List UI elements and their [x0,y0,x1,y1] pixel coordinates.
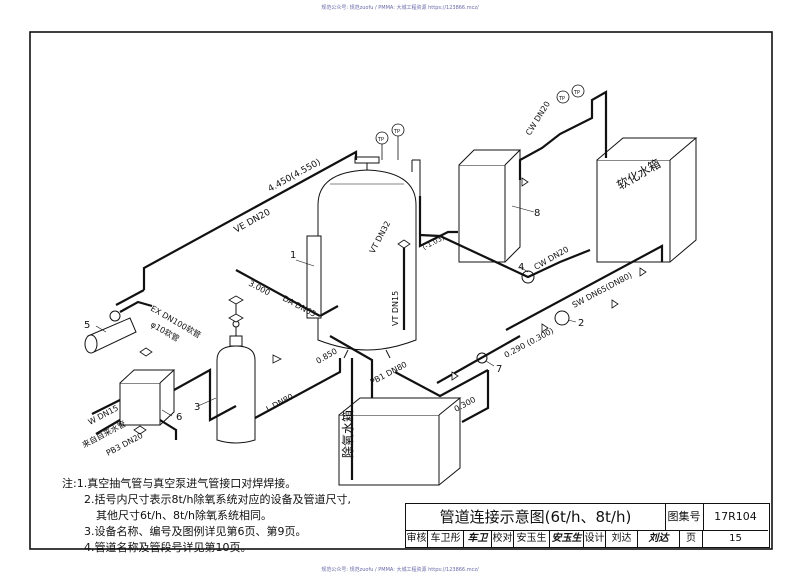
ve-pipe [142,150,358,290]
elev-0290-label: 0.290 (0.300) [503,326,555,360]
softened-water-tank [596,137,698,263]
notes-block: 注:1.真空抽气管与真空泵进气管接口对焊焊接。 2.括号内尺寸表示8t/h除氧系… [62,476,351,556]
gauge-icon [571,84,585,98]
title-block: 管道连接示意图(6t/h、8t/h) 图集号 17R104 审核 车卫彤 车卫彤… [405,503,770,548]
vacuum-pump [84,310,137,354]
atlas-number: 17R104 [714,510,757,523]
callout-5: 5 [84,320,90,331]
review-name: 车卫彤 [428,530,464,547]
design-name: 刘达 [606,530,638,547]
review-label: 审核 [406,530,428,547]
vt-pipe2-label: VT DN15 [391,291,400,326]
leaders [95,205,577,417]
water-treatment-unit [458,149,522,263]
pipe-runs [91,90,664,480]
sw-pipe [505,244,664,331]
review-signature: 车卫彤 [464,530,492,547]
softener-box [119,369,176,426]
deaerator-vessel [306,156,421,359]
cw-pipe-top-label: CW DN20 [524,100,552,137]
design-label: 设计 [584,530,606,547]
atlas-label: 图集号 [665,504,704,530]
gauge-label: TP [558,96,565,102]
callout-3: 3 [194,402,200,413]
deoxygenated-water-tank [338,397,462,486]
elev-0850-label: 0.850 [315,346,339,365]
l-pipe-label: L DN80 [265,392,295,414]
gauge-label: TP [573,90,580,96]
page-label: 页 [680,530,703,547]
check-label: 校对 [492,530,514,547]
cw-pipe-mid [419,233,591,279]
watermark-bottom: 规范公众号: 规范zuofu / PMMA: 大城工程资源 https://12… [321,567,479,573]
cw-pipe-mid-label: CW DN20 [533,245,571,272]
gauge-label: TP [393,129,400,135]
callout-1: 1 [290,250,296,261]
ve-pipe-label: VE DN20 [233,207,273,235]
check-name: 安玉生 [514,530,550,547]
note-1: 注:1.真空抽气管与真空泵进气管接口对焊焊接。 [62,477,297,490]
callout-6: 6 [176,412,182,423]
callout-2: 2 [578,318,584,329]
page-number: 15 [729,533,742,544]
valves [133,177,647,435]
note-2a: 2.括号内尺寸表示8t/h除氧系统对应的设备及管道尺寸, [84,493,351,506]
note-3: 3.设备名称、编号及图例详见第6页、第9页。 [84,525,307,538]
check-signature: 安玉生 [550,530,584,547]
deox-tank-label: 除氧水箱 [340,410,355,458]
gauge-icon [556,90,570,104]
l-pipe [254,358,342,419]
callout-8: 8 [534,208,540,219]
gauges [375,84,585,160]
pump-2 [554,310,570,326]
pb1-pipe-label: PB1 DN80 [369,360,409,387]
pb1-pipe [394,369,489,398]
callout-7: 7 [496,364,502,375]
drawing-title: 管道连接示意图(6t/h、8t/h) [406,504,666,530]
cw-pipe-top [518,90,608,180]
gauge-label: TP [377,137,384,143]
drawing-frame [29,31,773,550]
watermark-top: 规范公众号: 规范zuofu / PMMA: 大城工程资源 https://12… [321,5,479,11]
note-2b: 其他尺寸6t/h、8t/h除氧系统相同。 [96,509,272,522]
design-signature: 刘达 [638,530,680,547]
note-4: 4.管道名称及管段号详见第10页。 [84,541,252,554]
callout-4: 4 [518,262,524,273]
da-pipe [235,269,321,317]
